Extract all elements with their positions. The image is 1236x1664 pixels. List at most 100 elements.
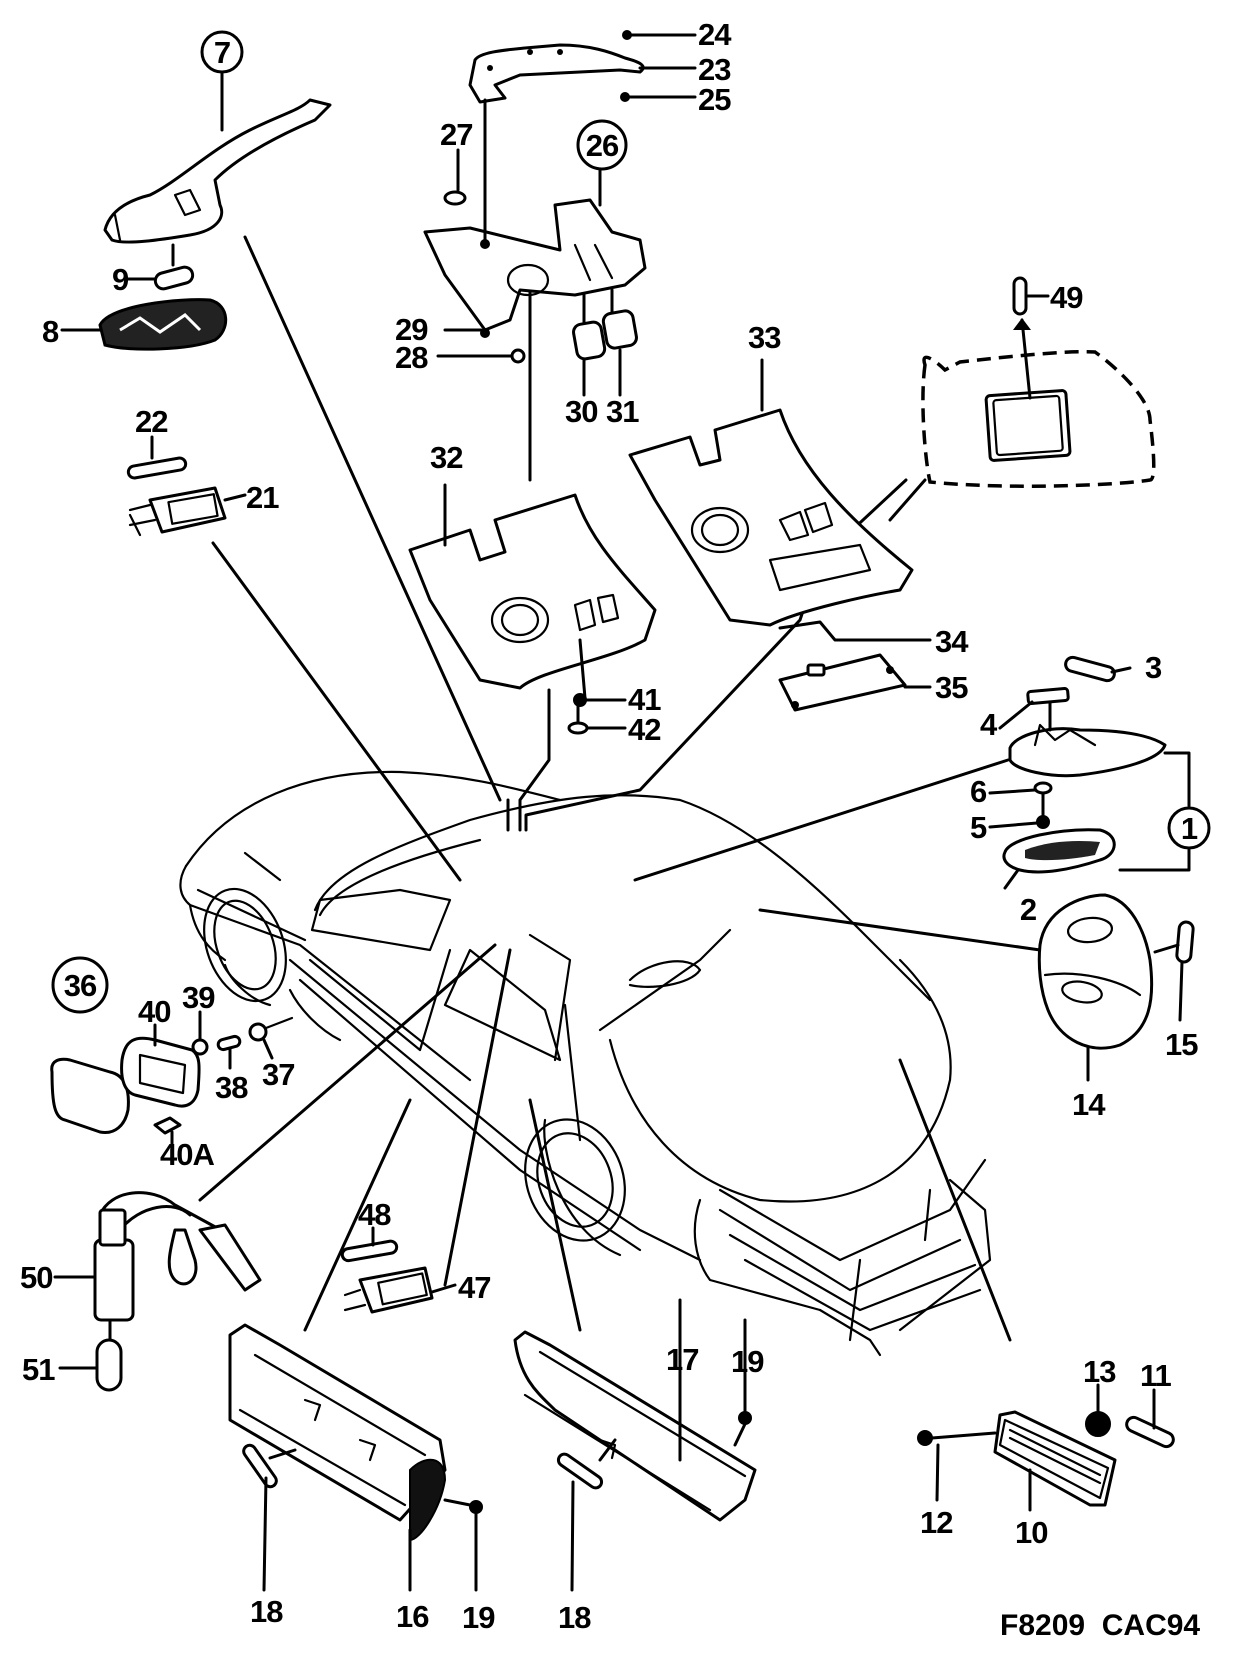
label-17: 17 — [666, 1342, 698, 1377]
label-6: 6 — [970, 774, 987, 809]
part-22-bulb — [126, 435, 188, 480]
part-41-screw — [573, 693, 627, 707]
part-32-roof-console — [408, 483, 657, 700]
part-34-wire — [778, 620, 932, 642]
part-7-grab-handle-lamp — [103, 68, 332, 244]
part-8-lens — [60, 298, 228, 351]
part-40A-clip — [153, 1116, 182, 1147]
callout-label: 26 — [586, 128, 619, 163]
label-21: 21 — [246, 480, 279, 515]
label-11: 11 — [1140, 1358, 1172, 1393]
label-50: 50 — [20, 1260, 52, 1295]
label-47: 47 — [458, 1270, 490, 1305]
part-25-screw — [620, 92, 697, 102]
label-18a: 18 — [250, 1594, 283, 1629]
label-42: 42 — [628, 712, 660, 747]
part-labels: 2 3 4 5 6 8 9 10 11 12 13 14 15 16 17 18… — [20, 17, 1199, 1635]
part-2-lens — [1002, 828, 1116, 890]
label-18b: 18 — [558, 1600, 591, 1635]
label-16: 16 — [396, 1599, 429, 1634]
part-33-roof-console — [628, 358, 914, 627]
label-28: 28 — [395, 340, 428, 375]
part-28-nut — [436, 348, 526, 364]
part-4-clip — [998, 687, 1070, 732]
part-47-switch — [343, 1266, 457, 1314]
part-18b-bulb — [556, 1438, 617, 1592]
label-19b: 19 — [731, 1344, 764, 1379]
label-13: 13 — [1083, 1354, 1116, 1389]
label-5: 5 — [970, 810, 987, 845]
label-51: 51 — [22, 1352, 55, 1387]
label-3: 3 — [1145, 650, 1162, 685]
label-15: 15 — [1165, 1027, 1198, 1062]
label-34: 34 — [935, 624, 969, 659]
part-5-screw — [988, 792, 1050, 829]
part-48-bulb — [340, 1226, 399, 1263]
part-37-socket — [248, 1016, 294, 1060]
part-30-switch — [572, 293, 607, 397]
label-19a: 19 — [462, 1600, 495, 1635]
part-39-washer — [191, 1010, 209, 1056]
label-29: 29 — [395, 312, 428, 347]
part-38-bulb — [216, 1034, 242, 1070]
part-21-switch — [128, 486, 247, 537]
part-23-bracket — [468, 43, 697, 104]
label-31: 31 — [606, 394, 639, 429]
part-14-reading-lamp — [1037, 893, 1154, 1082]
part-9-bulb — [126, 243, 195, 291]
label-27: 27 — [440, 117, 472, 152]
callout-circle-7: 7 — [200, 30, 244, 74]
leader-lines — [198, 235, 1042, 1342]
part-35-cover — [778, 653, 932, 712]
part-15-bulb — [1153, 920, 1195, 1022]
label-8: 8 — [42, 314, 59, 349]
part-27-grommet — [443, 148, 467, 206]
part-13-socket — [1085, 1383, 1111, 1437]
car-body — [179, 770, 992, 1357]
part-19b-screw — [733, 1318, 752, 1447]
callout-label: 1 — [1181, 811, 1198, 846]
part-51-bulb — [58, 1318, 123, 1392]
label-48: 48 — [358, 1197, 391, 1232]
label-49: 49 — [1050, 280, 1083, 315]
callout-label: 7 — [214, 35, 230, 70]
label-40A: 40A — [160, 1137, 214, 1172]
part-18a-bulb — [242, 1443, 297, 1592]
label-12: 12 — [920, 1505, 952, 1540]
label-32: 32 — [430, 440, 462, 475]
part-50-socket-harness — [53, 1191, 262, 1322]
part-24-screw — [622, 30, 697, 40]
label-35: 35 — [935, 670, 968, 705]
part-31-switch — [601, 288, 638, 397]
part-19a-screw — [469, 1500, 483, 1592]
part-11-bulb — [1125, 1388, 1175, 1449]
callout-circle-36: 36 — [51, 956, 109, 1014]
label-38: 38 — [215, 1070, 248, 1105]
label-23: 23 — [698, 52, 731, 87]
part-29-screw — [443, 328, 490, 338]
callout-circle-1: 1 — [1167, 806, 1211, 850]
part-16-door-courtesy-light — [228, 1323, 472, 1592]
label-14: 14 — [1072, 1087, 1106, 1122]
part-3-bulb — [1064, 655, 1132, 683]
label-39: 39 — [182, 980, 215, 1015]
label-30: 30 — [565, 394, 597, 429]
label-33: 33 — [748, 320, 781, 355]
part-26-mounting-plate — [423, 98, 647, 332]
label-41: 41 — [628, 682, 661, 717]
label-25: 25 — [698, 82, 731, 117]
label-22: 22 — [135, 404, 167, 439]
part-10-license-plate-light — [993, 1410, 1117, 1512]
part-40-lamp-lens — [50, 1023, 201, 1135]
callout-circle-26: 26 — [576, 119, 628, 171]
part-1-dome-lamp-housing — [1008, 723, 1191, 872]
label-10: 10 — [1015, 1515, 1047, 1550]
part-12-screw — [917, 1430, 997, 1502]
label-40: 40 — [138, 994, 170, 1029]
part-42-washer — [567, 704, 627, 735]
label-37: 37 — [262, 1057, 294, 1092]
label-24: 24 — [698, 17, 732, 52]
label-9: 9 — [112, 262, 129, 297]
part-49-bulb-and-mirror — [984, 276, 1072, 462]
